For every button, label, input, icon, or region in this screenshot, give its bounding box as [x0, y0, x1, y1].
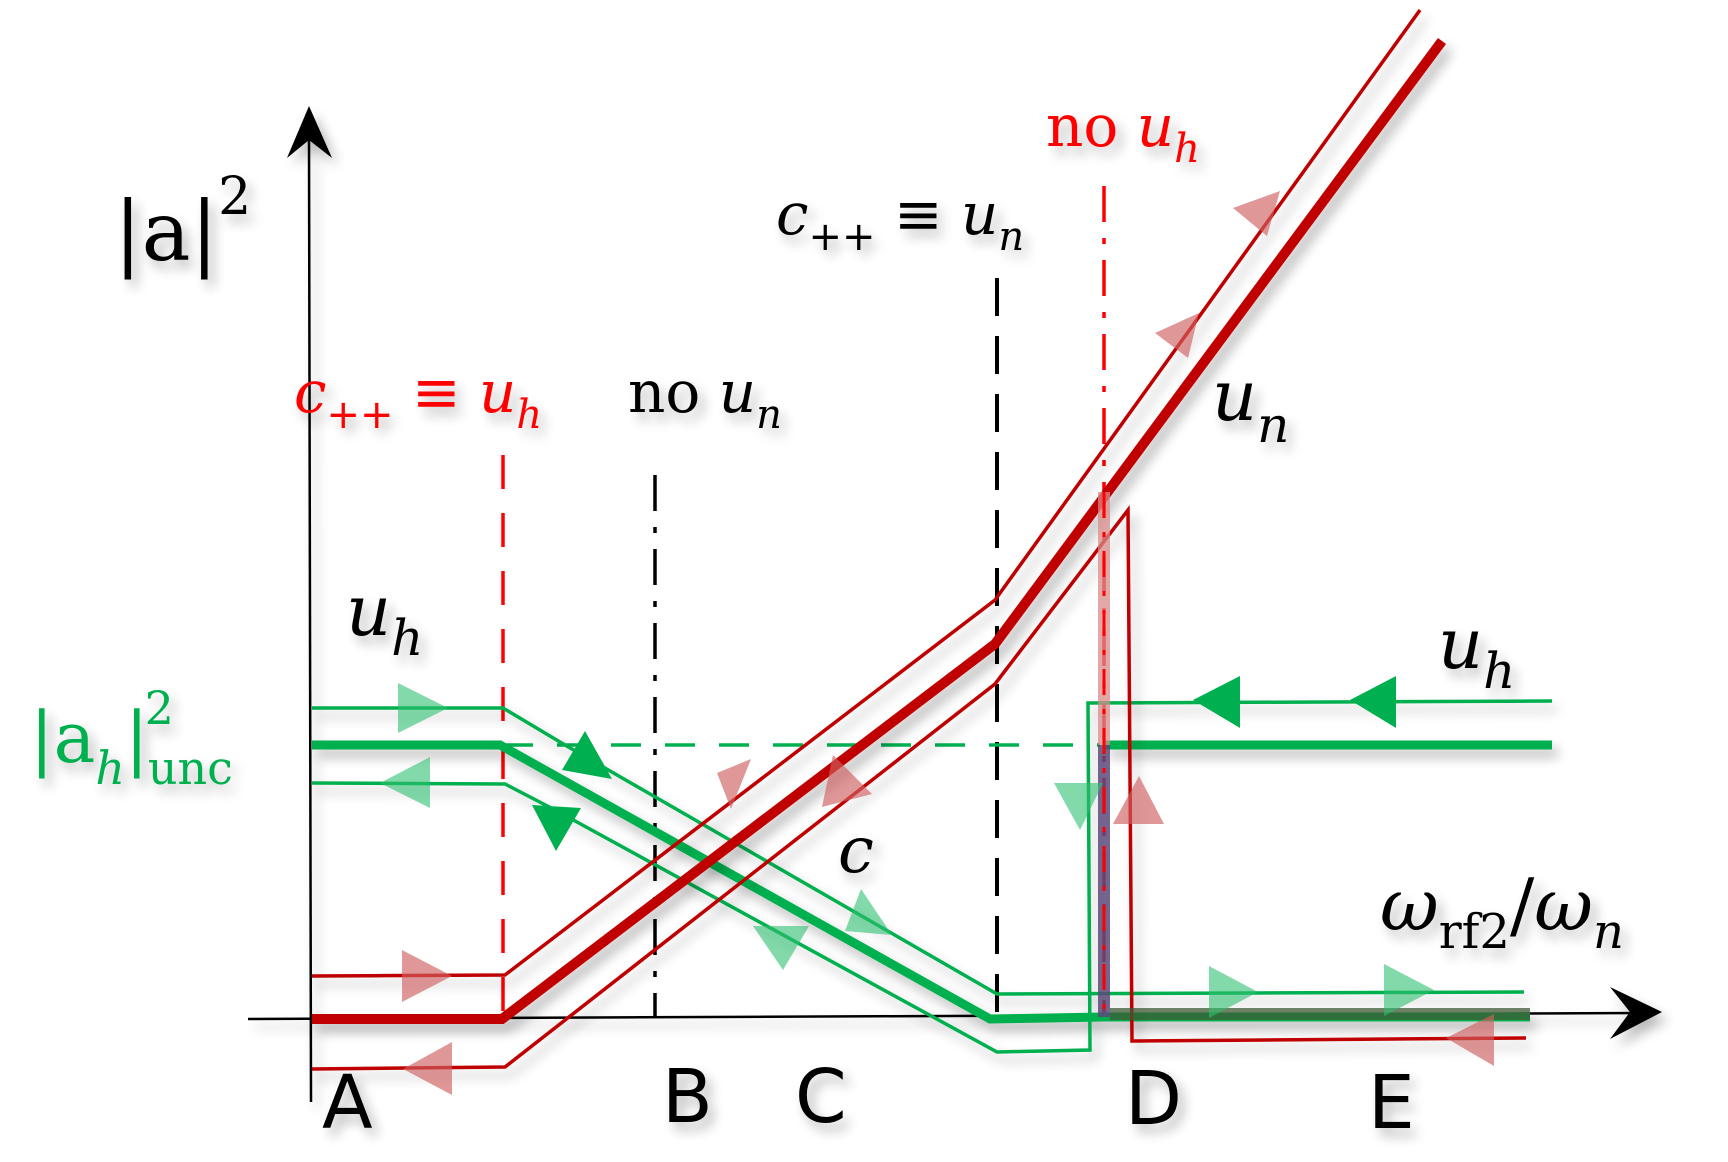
marker-label-black-dashed: c++ ≡ un	[776, 180, 1024, 260]
overlap-band-lower	[1098, 745, 1110, 1017]
arrow-up-left-icon-2	[753, 926, 809, 970]
arrow-left-icon-red	[403, 1042, 452, 1095]
arrow-up-icon-red	[1113, 776, 1164, 824]
region-label-c: C	[795, 1054, 847, 1140]
red-direction-arrows	[402, 191, 1494, 1095]
green-lower-thin	[311, 699, 1553, 1054]
y-axis	[307, 139, 313, 1103]
red-lower-thin	[311, 504, 1527, 1071]
arrow-up-left-icon	[532, 805, 581, 851]
branch-label-c: c	[838, 814, 874, 888]
arrow-left-icon-red-2	[1446, 1014, 1494, 1066]
e-region-overlap	[1110, 1008, 1530, 1020]
arrow-up-right-icon-red-2	[1155, 313, 1199, 358]
marker-lines	[501, 186, 1106, 1018]
red-main-line	[312, 38, 1447, 1024]
green-upper-thin	[312, 706, 1525, 996]
arrow-left-icon-3	[1350, 676, 1396, 728]
y-axis-label: |a|2	[114, 167, 251, 280]
arrow-right-icon-2	[1209, 966, 1258, 1018]
arrow-down-right-icon-2	[845, 889, 892, 935]
y-axis-arrow-icon	[287, 106, 332, 158]
arrow-down-right-icon-red	[822, 755, 872, 807]
arrow-up-right-icon-red	[717, 759, 751, 809]
region-label-b: B	[662, 1054, 713, 1140]
green-main-line	[312, 740, 1105, 1024]
x-axis-arrow-icon	[1610, 987, 1662, 1039]
branch-label-uh-left: uh	[346, 570, 423, 667]
arrow-down-icon	[1054, 783, 1103, 830]
arrow-up-right-icon-red-3	[1233, 191, 1280, 236]
arrow-down-right-icon	[562, 731, 612, 779]
red-branch	[311, 8, 1527, 1071]
x-axis-label: ωrf2/ωn	[1380, 863, 1624, 960]
region-label-e: E	[1368, 1060, 1415, 1146]
green-branch	[311, 699, 1553, 1054]
marker-label-red-dashdot: no uh	[1046, 92, 1200, 172]
region-label-d: D	[1125, 1056, 1182, 1142]
branch-label-uh-right: uh	[1438, 603, 1515, 700]
branch-label-un-right: un	[1212, 355, 1289, 454]
region-label-a: A	[322, 1060, 373, 1146]
arrow-right-icon-red	[402, 950, 452, 1002]
marker-label-red-dashed: c++ ≡ uh	[294, 358, 542, 438]
arrow-left-icon	[380, 757, 430, 808]
arrow-right-icon	[398, 683, 448, 733]
arrow-right-icon-3	[1384, 964, 1434, 1016]
marker-label-black-dashdot: no un	[628, 358, 782, 438]
green-direction-arrows	[380, 676, 1434, 1018]
arrow-left-icon-2	[1193, 676, 1240, 728]
